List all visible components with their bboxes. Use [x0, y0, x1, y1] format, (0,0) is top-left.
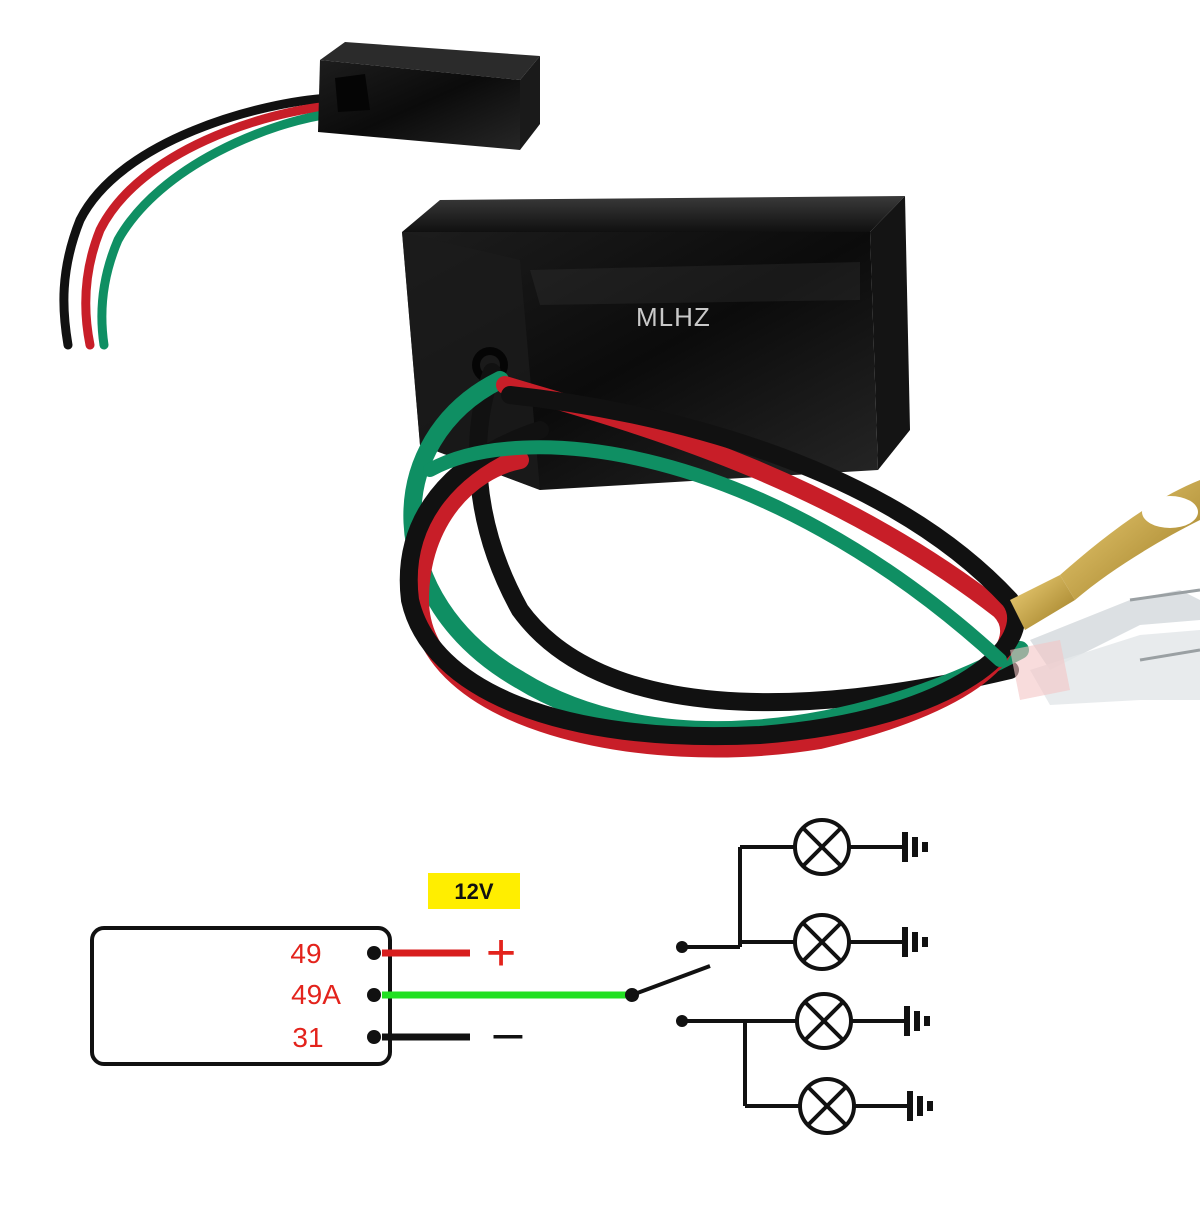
- terminal-dot: [367, 1030, 381, 1044]
- terminal-label-31: 31: [292, 1022, 323, 1053]
- switch-lever: [631, 964, 711, 997]
- wiring-diagram: 12V 49 49A 31 + –: [90, 818, 933, 1135]
- terminal-dot: [367, 946, 381, 960]
- lamp-4: [798, 1077, 933, 1135]
- minus-symbol: –: [494, 1004, 523, 1062]
- large-flasher-unit: [402, 196, 910, 490]
- ground-icon: [902, 927, 928, 957]
- terminal-label-49: 49: [290, 938, 321, 969]
- lamp-2: [793, 913, 928, 971]
- lamp-1: [793, 818, 928, 876]
- small-flasher-unit: [59, 42, 540, 350]
- voltage-badge: [428, 873, 520, 909]
- voltage-badge-label: 12V: [454, 879, 493, 904]
- large-unit-wires: [399, 363, 1029, 758]
- lamp-3: [795, 992, 930, 1050]
- plus-symbol: +: [486, 924, 516, 982]
- terminal-label-49a: 49A: [291, 979, 341, 1010]
- ground-icon: [907, 1091, 933, 1121]
- watermark: MLHZ: [636, 302, 711, 332]
- terminal-dot: [367, 988, 381, 1002]
- ground-icon: [904, 1006, 930, 1036]
- wire-terminals: [1010, 480, 1200, 705]
- ground-icon: [902, 832, 928, 862]
- flasher-relay-box: [90, 926, 392, 1066]
- small-unit-wires: [59, 93, 335, 350]
- branch-lines: [682, 845, 800, 1108]
